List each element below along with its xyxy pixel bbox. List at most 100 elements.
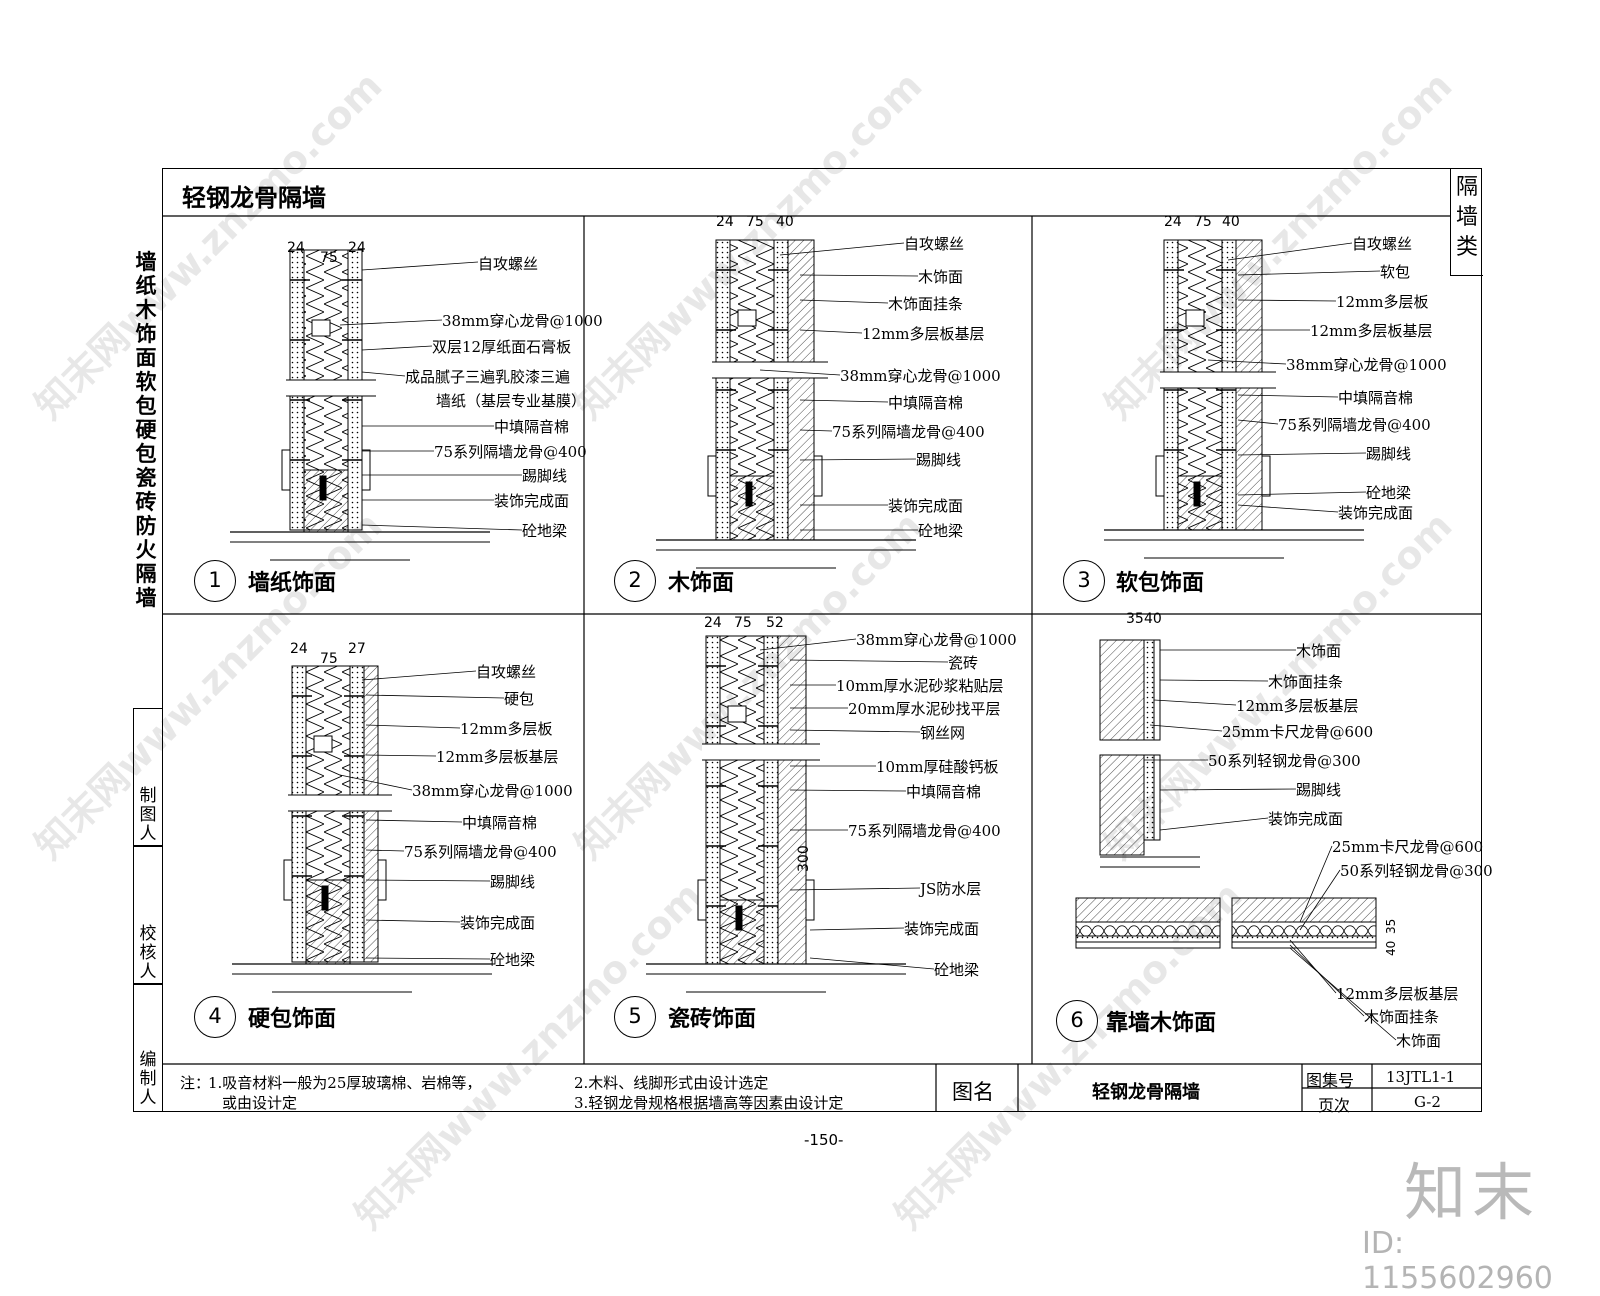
callout-label: 25mm卡尺龙骨@600 bbox=[1222, 723, 1374, 741]
cladding-layer bbox=[1075, 941, 1221, 949]
signature-label: 编制人 bbox=[139, 1050, 157, 1108]
leader-line bbox=[1299, 845, 1333, 923]
leader-line bbox=[1159, 788, 1297, 791]
dimension-label: 75 bbox=[320, 250, 338, 266]
brand-logo: 知末 bbox=[1404, 1156, 1541, 1229]
gypsum-board bbox=[349, 665, 365, 963]
detail-number: 2 bbox=[614, 560, 656, 602]
dimension-label: 24 bbox=[287, 240, 305, 256]
leader-line bbox=[759, 369, 841, 376]
gypsum-board bbox=[763, 635, 779, 965]
detail-title: 瓷砖饰面 bbox=[668, 1007, 757, 1032]
note-2: 2.木料、线脚形式由设计选定 bbox=[574, 1074, 769, 1092]
callout-label: 软包 bbox=[1380, 263, 1411, 281]
existing-wall bbox=[1099, 639, 1145, 741]
callout-label: 38mm穿心龙骨@1000 bbox=[442, 312, 603, 330]
leader-line bbox=[361, 524, 523, 531]
callout-label: 20mm厚水泥砂找平层 bbox=[848, 700, 1001, 718]
leader-line bbox=[361, 261, 479, 271]
break-gap bbox=[286, 380, 376, 396]
callout-label: 装饰完成面 bbox=[1338, 504, 1414, 522]
leader-line bbox=[1207, 359, 1287, 365]
callout-label: 12mm多层板基层 bbox=[1236, 697, 1359, 715]
callout-label: 踢脚线 bbox=[522, 467, 568, 485]
dimension-label: 24 bbox=[716, 214, 734, 230]
signature-label: 制图人 bbox=[139, 786, 157, 844]
callout-label: 钢丝网 bbox=[920, 724, 966, 742]
detail-title: 软包饰面 bbox=[1116, 571, 1205, 596]
existing-wall bbox=[1075, 897, 1221, 923]
callout-label: 75系列隔墙龙骨@400 bbox=[404, 843, 557, 861]
callout-label: 自攻螺丝 bbox=[476, 663, 537, 681]
leader-line bbox=[789, 729, 921, 733]
skirting bbox=[813, 455, 823, 497]
steel-channel bbox=[1075, 921, 1221, 937]
leader-line bbox=[339, 774, 413, 791]
callout-label: 中填隔音棉 bbox=[1338, 389, 1414, 407]
leader-line bbox=[789, 659, 949, 663]
callout-label: 木饰面 bbox=[1296, 642, 1342, 660]
dimension-label: 24 bbox=[290, 641, 308, 657]
leader-line bbox=[1289, 939, 1337, 994]
callout-label: 中填隔音棉 bbox=[462, 814, 538, 832]
sheet-title: 轻钢龙骨隔墙 bbox=[182, 184, 326, 212]
break-gap bbox=[702, 744, 820, 760]
signature-box-author: 编制人 bbox=[133, 984, 162, 1112]
leader-line bbox=[1289, 947, 1397, 1041]
callout-label: 砼地梁 bbox=[918, 522, 964, 540]
leader-line bbox=[361, 371, 406, 377]
channel-stud bbox=[313, 735, 333, 753]
skirting bbox=[361, 449, 371, 491]
leader-line bbox=[809, 957, 935, 970]
leader-line bbox=[789, 887, 921, 891]
skirting bbox=[707, 455, 717, 497]
drawing-name: 轻钢龙骨隔墙 bbox=[1092, 1082, 1200, 1103]
leader-line bbox=[1159, 679, 1269, 682]
leader-line bbox=[365, 754, 437, 757]
detail-title: 墙纸饰面 bbox=[248, 571, 337, 596]
note-1: 1.吸音材料一般为25厚玻璃棉、岩棉等， bbox=[208, 1074, 482, 1092]
leader-line bbox=[1299, 869, 1341, 931]
leader-line bbox=[365, 819, 463, 823]
drawing-frame bbox=[162, 168, 1482, 1112]
cladding-layer bbox=[363, 665, 379, 963]
callout-label: 自攻螺丝 bbox=[478, 255, 539, 273]
board-layer bbox=[1143, 754, 1155, 841]
leader-line bbox=[1149, 724, 1223, 732]
callout-label: 双层12厚纸面石膏板 bbox=[432, 338, 572, 356]
dimension-label: 35 bbox=[1384, 918, 1398, 934]
callout-label: 12mm多层板 bbox=[460, 720, 553, 738]
leader-line bbox=[361, 345, 433, 351]
signature-label: 校核人 bbox=[139, 924, 157, 982]
notes-prefix: 注： bbox=[180, 1074, 211, 1092]
callout-label: 自攻螺丝 bbox=[1352, 235, 1413, 253]
page-label: 页次 bbox=[1318, 1096, 1351, 1115]
callout-label: 75系列隔墙龙骨@400 bbox=[434, 443, 587, 461]
callout-label: 38mm穿心龙骨@1000 bbox=[412, 782, 573, 800]
callout-label: JS防水层 bbox=[920, 880, 982, 898]
leader-line bbox=[799, 299, 889, 304]
leader-line bbox=[799, 458, 917, 461]
dimension-label: 27 bbox=[348, 641, 366, 657]
dimension-label: 24 bbox=[348, 240, 366, 256]
detail-number: 5 bbox=[614, 996, 656, 1038]
callout-label: 砼地梁 bbox=[1366, 484, 1412, 502]
leader-line bbox=[809, 927, 905, 931]
detail-title: 靠墙木饰面 bbox=[1106, 1011, 1217, 1036]
board-layer bbox=[1075, 935, 1221, 943]
callout-label: 10mm厚硅酸钙板 bbox=[876, 758, 999, 776]
break-gap bbox=[1160, 372, 1276, 388]
callout-label: 木饰面 bbox=[1396, 1032, 1442, 1050]
callout-label: 12mm多层板基层 bbox=[862, 325, 985, 343]
callout-label: 装饰完成面 bbox=[1268, 810, 1344, 828]
detail-number: 1 bbox=[194, 560, 236, 602]
skirting bbox=[1261, 455, 1271, 497]
callout-label: 装饰完成面 bbox=[888, 497, 964, 515]
callout-label: 75系列隔墙龙骨@400 bbox=[1278, 416, 1431, 434]
callout-label: 踢脚线 bbox=[1366, 445, 1412, 463]
existing-wall bbox=[1231, 897, 1377, 923]
callout-label: 50系列轻钢龙骨@300 bbox=[1208, 752, 1361, 770]
leader-line bbox=[1227, 242, 1353, 261]
callout-label: 砼地梁 bbox=[490, 951, 536, 969]
